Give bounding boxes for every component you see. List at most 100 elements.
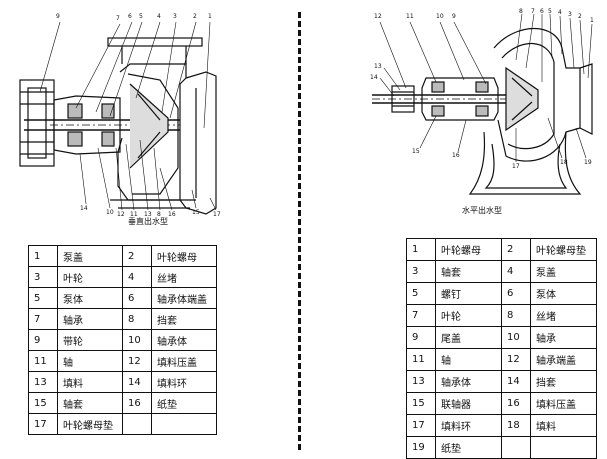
callout: 10 — [106, 209, 114, 216]
part-name: 叶轮螺母 — [435, 238, 502, 261]
part-name: 叶轮 — [57, 266, 123, 288]
part-number: 11 — [28, 350, 58, 372]
part-number: 2 — [122, 245, 152, 267]
callout: 4 — [157, 13, 161, 20]
part-name: 填料环 — [435, 414, 502, 437]
part-number: 10 — [122, 329, 152, 351]
part-name: 填料 — [530, 414, 597, 437]
callout: 3 — [568, 11, 572, 18]
part-name: 丝堵 — [151, 266, 217, 288]
part-name: 纸垫 — [151, 392, 217, 414]
part-number: 6 — [122, 287, 152, 309]
part-number: 2 — [501, 238, 531, 261]
part-name: 轴承 — [57, 308, 123, 330]
part-name: 叶轮 — [435, 304, 502, 327]
part-number: 12 — [501, 348, 531, 371]
callout: 4 — [558, 9, 562, 16]
callout: 15 — [412, 148, 420, 155]
part-name: 轴承 — [530, 326, 597, 349]
part-number: 13 — [406, 370, 436, 393]
part-name: 轴承体 — [435, 370, 502, 393]
callout: 12 — [117, 211, 125, 218]
part-name: 丝堵 — [530, 304, 597, 327]
part-number: 9 — [28, 329, 58, 351]
part-number: 14 — [122, 371, 152, 393]
callout: 8 — [519, 8, 523, 15]
part-name: 联轴器 — [435, 392, 502, 415]
callout: 7 — [116, 15, 120, 22]
callout: 14 — [80, 205, 88, 212]
part-number: 12 — [122, 350, 152, 372]
part-number: 7 — [406, 304, 436, 327]
part-number: 15 — [406, 392, 436, 415]
callout: 9 — [56, 13, 60, 20]
part-number: 7 — [28, 308, 58, 330]
part-name: 泵盖 — [530, 260, 597, 283]
part-number: 16 — [122, 392, 152, 414]
part-number: 13 — [28, 371, 58, 393]
part-number: 3 — [406, 260, 436, 283]
part-number: 10 — [501, 326, 531, 349]
part-name — [530, 436, 597, 459]
part-number: 18 — [501, 414, 531, 437]
callout: 1 — [208, 13, 212, 20]
right-callouts: 12 11 10 9 8 7 6 5 4 3 2 1 13 14 15 16 1… — [366, 8, 602, 206]
part-name: 叶轮螺母垫 — [530, 238, 597, 261]
part-name: 挡套 — [530, 370, 597, 393]
callout: 10 — [436, 13, 444, 20]
left-callouts: 9 7 6 5 4 3 2 1 14 10 12 11 13 8 16 15 1… — [10, 8, 290, 223]
part-name — [151, 413, 217, 435]
part-name: 螺钉 — [435, 282, 502, 305]
callout: 3 — [173, 13, 177, 20]
callout: 5 — [139, 13, 143, 20]
part-name: 泵体 — [530, 282, 597, 305]
part-number — [122, 413, 152, 435]
callout: 1 — [590, 17, 594, 24]
part-name: 轴承体端盖 — [151, 287, 217, 309]
part-number — [501, 436, 531, 459]
part-name: 挡套 — [151, 308, 217, 330]
part-number: 11 — [406, 348, 436, 371]
callout: 9 — [452, 13, 456, 20]
part-number: 17 — [406, 414, 436, 437]
part-name: 轴套 — [435, 260, 502, 283]
horizontal-outlet-pump-drawing — [372, 13, 593, 195]
vertical-outlet-pump-drawing — [19, 21, 217, 215]
callout: 11 — [130, 211, 138, 218]
part-number: 4 — [501, 260, 531, 283]
callout: 15 — [192, 209, 200, 216]
part-name: 纸垫 — [435, 436, 502, 459]
part-name: 尾盖 — [435, 326, 502, 349]
callout: 7 — [531, 8, 535, 15]
callout: 18 — [560, 159, 568, 166]
part-number: 9 — [406, 326, 436, 349]
part-number: 19 — [406, 436, 436, 459]
callout: 13 — [144, 211, 152, 218]
divider — [298, 12, 301, 450]
part-name: 轴承体 — [151, 329, 217, 351]
callout: 19 — [584, 159, 592, 166]
part-number: 8 — [501, 304, 531, 327]
part-name: 带轮 — [57, 329, 123, 351]
part-name: 叶轮螺母垫 — [57, 413, 123, 435]
part-name: 泵体 — [57, 287, 123, 309]
part-name: 填料压盖 — [530, 392, 597, 415]
callout: 5 — [548, 8, 552, 15]
callout: 2 — [578, 13, 582, 20]
callout: 2 — [193, 13, 197, 20]
callout: 14 — [370, 74, 378, 81]
